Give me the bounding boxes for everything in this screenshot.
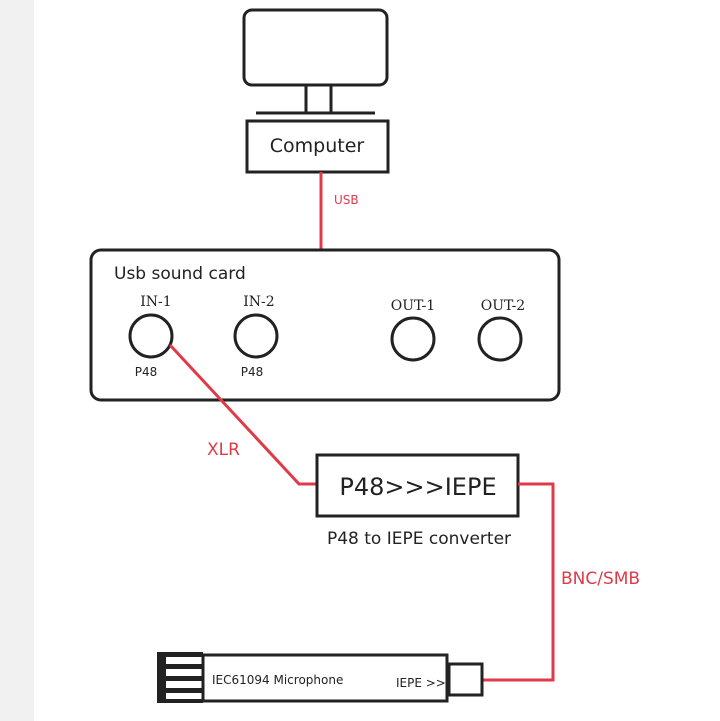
output-1-label: OUT-1 <box>391 298 435 314</box>
bnc-cable <box>483 482 555 682</box>
converter-caption: P48 to IEPE converter <box>327 529 511 549</box>
input-2-sub: P48 <box>241 365 264 379</box>
input-1-jack <box>128 313 174 359</box>
input-2-label: IN-2 <box>243 294 274 310</box>
output-2-jack <box>477 316 523 362</box>
microphone-label: IEC61094 Microphone <box>212 673 343 687</box>
microphone-body <box>201 653 449 703</box>
computer-box <box>245 119 390 174</box>
monitor-icon <box>242 8 389 115</box>
output-2-label: OUT-2 <box>481 298 525 314</box>
bnc-label: BNC/SMB <box>561 569 640 589</box>
computer-label: Computer <box>270 135 365 157</box>
xlr-cable <box>168 343 318 486</box>
usb-label: USB <box>334 193 359 207</box>
output-1-jack <box>390 316 436 362</box>
sound-card-title: Usb sound card <box>114 264 246 284</box>
sound-card-box <box>89 248 561 402</box>
input-1-sub: P48 <box>135 365 158 379</box>
microphone-connector <box>447 662 484 697</box>
microphone-connector-label: IEPE >> <box>396 676 446 690</box>
input-1-label: IN-1 <box>140 294 171 310</box>
input-2-jack <box>233 313 279 359</box>
microphone-grille-icon <box>157 652 203 703</box>
converter-label: P48>>>IEPE <box>339 473 496 501</box>
xlr-label: XLR <box>207 440 240 460</box>
